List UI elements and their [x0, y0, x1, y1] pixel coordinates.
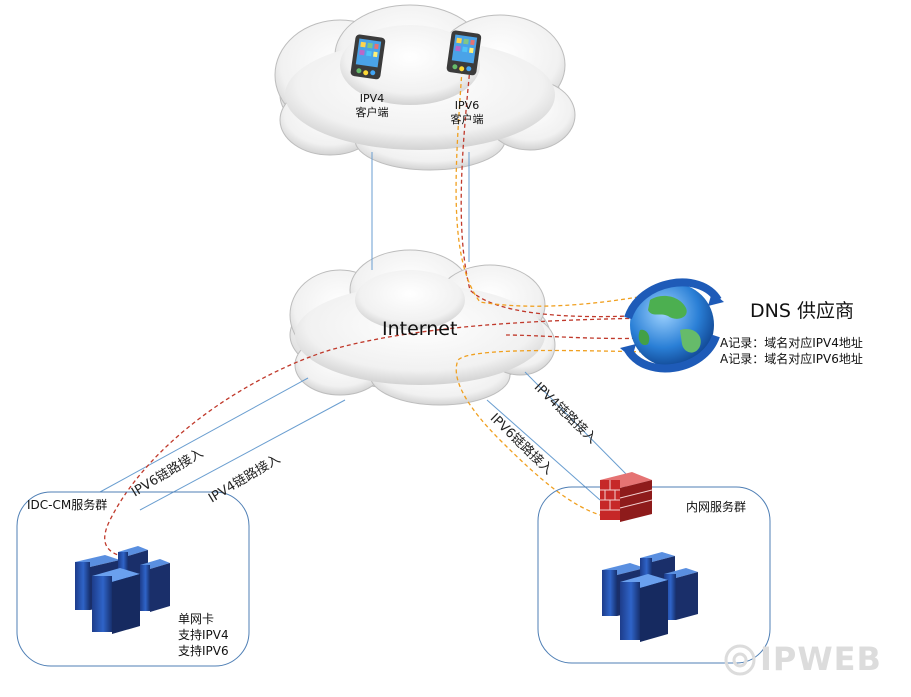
ipv6-paths: [104, 67, 651, 556]
dns-record-ipv6: A记录：域名对应IPV6地址: [720, 352, 863, 366]
ipv4-path-client-dns: [455, 69, 651, 307]
ipv6-path-client-dns: [460, 67, 651, 318]
internet-cloud: [289, 249, 556, 406]
ipv6-client-label-line2: 客户端: [450, 113, 484, 126]
firewall-icon: [600, 472, 653, 522]
top-cloud: [274, 4, 576, 171]
internet-label: Internet: [382, 318, 458, 340]
ipv4-client-phone-icon: [350, 34, 386, 80]
dns-record-ipv4: A记录：域名对应IPV4地址: [720, 336, 863, 350]
ipv4-client-label-line1: IPV4: [359, 92, 385, 105]
ipv6-client-label: IPV6 客户端: [444, 99, 490, 127]
dns-globe-icon: [620, 278, 724, 373]
idc-group-box: [16, 491, 250, 667]
ipv6-path-dns-idc: [104, 317, 651, 556]
idc-group-notes: 单网卡 支持IPV4 支持IPV6: [178, 611, 229, 659]
ipv4-client-label: IPV4 客户端: [349, 92, 395, 120]
ipv6-client-phone-icon: [446, 30, 482, 76]
lan-group-title: 内网服务群: [686, 500, 747, 514]
link-lan-ipv4: [524, 371, 631, 479]
idc-group-title: IDC-CM服务群: [27, 498, 108, 512]
link-idc-ipv4: [139, 399, 346, 511]
ipv4-client-label-line2: 客户端: [355, 106, 389, 119]
lan-group-box: [537, 486, 771, 664]
dns-title: DNS 供应商: [750, 300, 854, 322]
physical-links: [99, 152, 631, 511]
idc-note-3: 支持IPV6: [178, 644, 229, 658]
idc-note-2: 支持IPV4: [178, 628, 229, 642]
ipv4-paths: [455, 69, 651, 516]
watermark-logo-icon: [724, 644, 756, 676]
link-lan-ipv6: [486, 399, 601, 501]
idc-server-cluster-icon: [75, 546, 170, 634]
ipv4-path-dns-lan: [455, 349, 651, 516]
lan-server-cluster-icon: [602, 552, 698, 642]
idc-note-1: 单网卡: [178, 612, 215, 626]
watermark-text: IPWEB: [760, 640, 882, 678]
ipv6-client-label-line1: IPV6: [454, 99, 480, 112]
link-idc-ipv6: [99, 377, 309, 493]
